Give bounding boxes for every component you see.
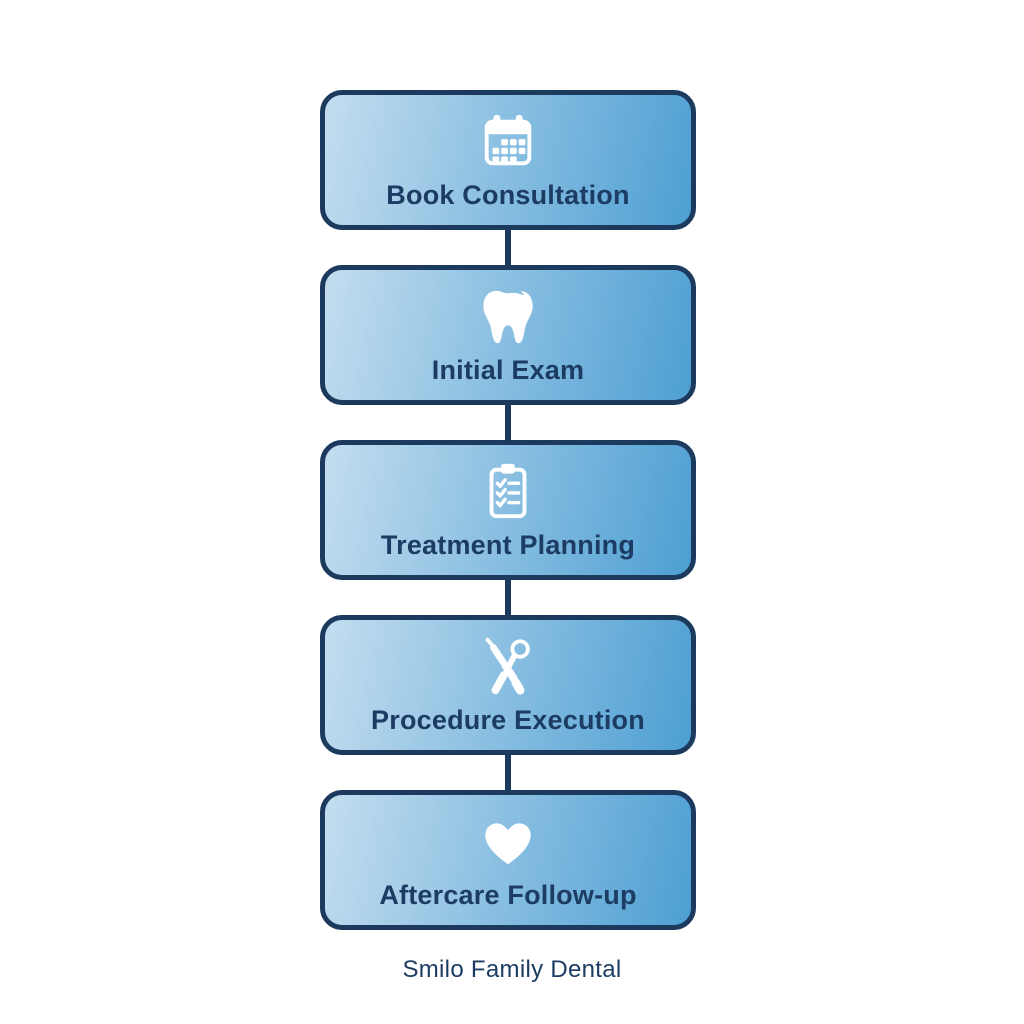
connector-line	[505, 755, 511, 790]
step-label: Aftercare Follow-up	[379, 879, 637, 910]
dental-tools-icon	[477, 635, 539, 697]
calendar-icon	[477, 110, 539, 172]
step-label: Procedure Execution	[371, 704, 645, 735]
step-box-initial-exam: Initial Exam	[320, 265, 696, 405]
tooth-icon	[477, 285, 539, 347]
step-box-book-consultation: Book Consultation	[320, 90, 696, 230]
step-label: Book Consultation	[386, 179, 630, 210]
step-box-treatment-planning: Treatment Planning	[320, 440, 696, 580]
clipboard-checklist-icon	[477, 460, 539, 522]
workflow-steps: Book Consultation Initial Exam	[320, 90, 696, 930]
step-label: Treatment Planning	[380, 529, 636, 560]
step-label: Initial Exam	[431, 354, 585, 385]
step-box-aftercare-follow-up: Aftercare Follow-up	[320, 790, 696, 930]
brand-caption: Smilo Family Dental	[402, 956, 622, 983]
connector-line	[505, 230, 511, 265]
connector-line	[505, 405, 511, 440]
connector-line	[505, 580, 511, 615]
step-box-procedure-execution: Procedure Execution	[320, 615, 696, 755]
heart-icon	[477, 810, 539, 872]
